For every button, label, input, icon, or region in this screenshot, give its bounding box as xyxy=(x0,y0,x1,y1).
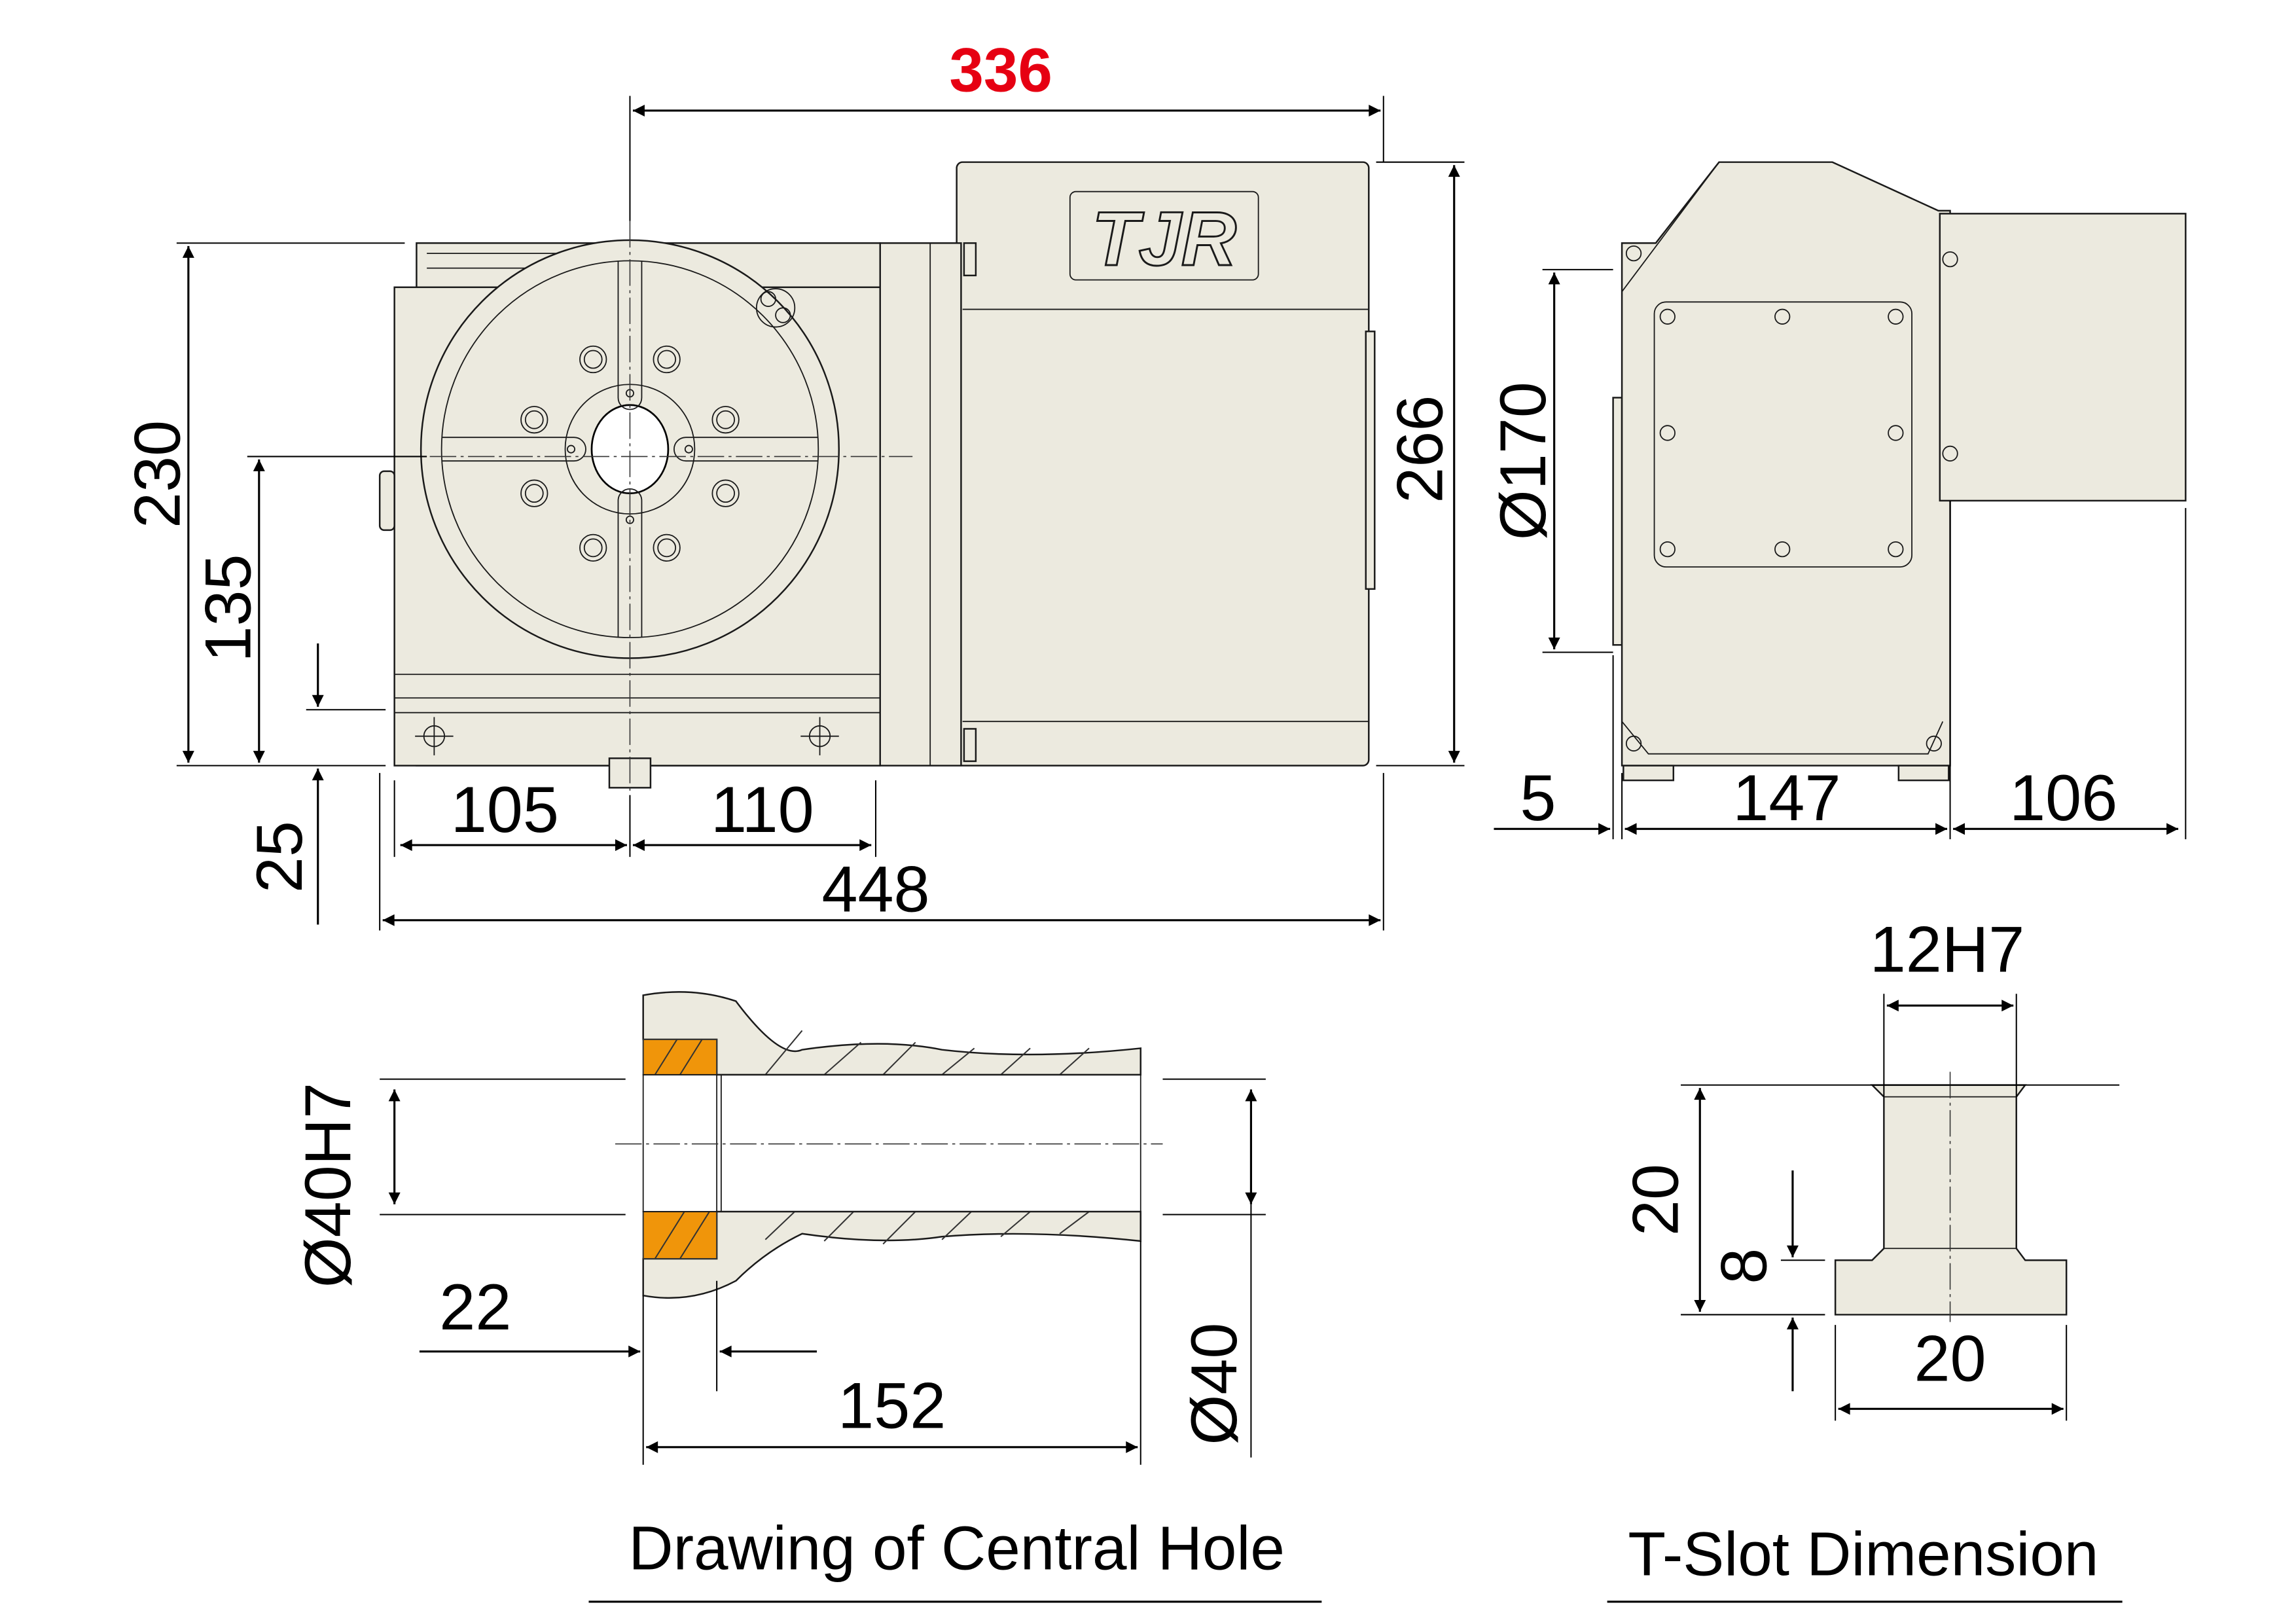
central-hole-caption: Drawing of Central Hole xyxy=(628,1514,1285,1583)
front-dimensions: 336 230 135 25 266 xyxy=(120,37,1465,931)
brand-logo-text: TJR xyxy=(1092,196,1236,281)
dim-135: 135 xyxy=(191,554,264,662)
dim-448: 448 xyxy=(821,852,929,925)
dim-152: 152 xyxy=(838,1369,946,1442)
dim-d40: Ø40 xyxy=(1177,1323,1250,1445)
t-slot-caption: T-Slot Dimension xyxy=(1628,1520,2098,1589)
faceplate xyxy=(353,221,913,795)
hatching xyxy=(654,1030,1090,1259)
motor-housing: TJR xyxy=(956,161,1376,767)
central-hole-drawing: Ø40H7 Ø40 22 152 Drawing of Central Hole xyxy=(291,991,1322,1603)
dim-25: 25 xyxy=(243,821,315,893)
tjr-logo: TJR xyxy=(1069,190,1259,283)
dim-266: 266 xyxy=(1384,395,1456,503)
dim-5: 5 xyxy=(1520,761,1556,834)
panel-screws xyxy=(1625,245,1958,752)
dim-230: 230 xyxy=(120,420,193,528)
dim-105: 105 xyxy=(451,773,559,846)
dim-22: 22 xyxy=(439,1271,511,1343)
dim-110: 110 xyxy=(711,773,814,846)
dim-106: 106 xyxy=(2009,761,2117,834)
dim-147: 147 xyxy=(1732,761,1840,834)
dim-d170: Ø170 xyxy=(1486,382,1559,540)
dim-12h7: 12H7 xyxy=(1870,912,2025,985)
side-view: Ø170 5 147 106 xyxy=(1486,161,2187,840)
side-dimensions: Ø170 5 147 106 xyxy=(1486,268,2187,840)
front-view: TJR xyxy=(120,37,1465,931)
t-slot-drawing: 12H7 20 8 20 T-Slot Dimension xyxy=(1607,912,2123,1603)
dim-336: 336 xyxy=(949,37,1052,105)
dim-d40h7: Ø40H7 xyxy=(291,1083,364,1288)
dim-8: 8 xyxy=(1707,1248,1780,1284)
dim-20-width: 20 xyxy=(1914,1322,1986,1395)
dim-20-height: 20 xyxy=(1619,1164,1692,1236)
bushing-top xyxy=(642,1038,718,1075)
